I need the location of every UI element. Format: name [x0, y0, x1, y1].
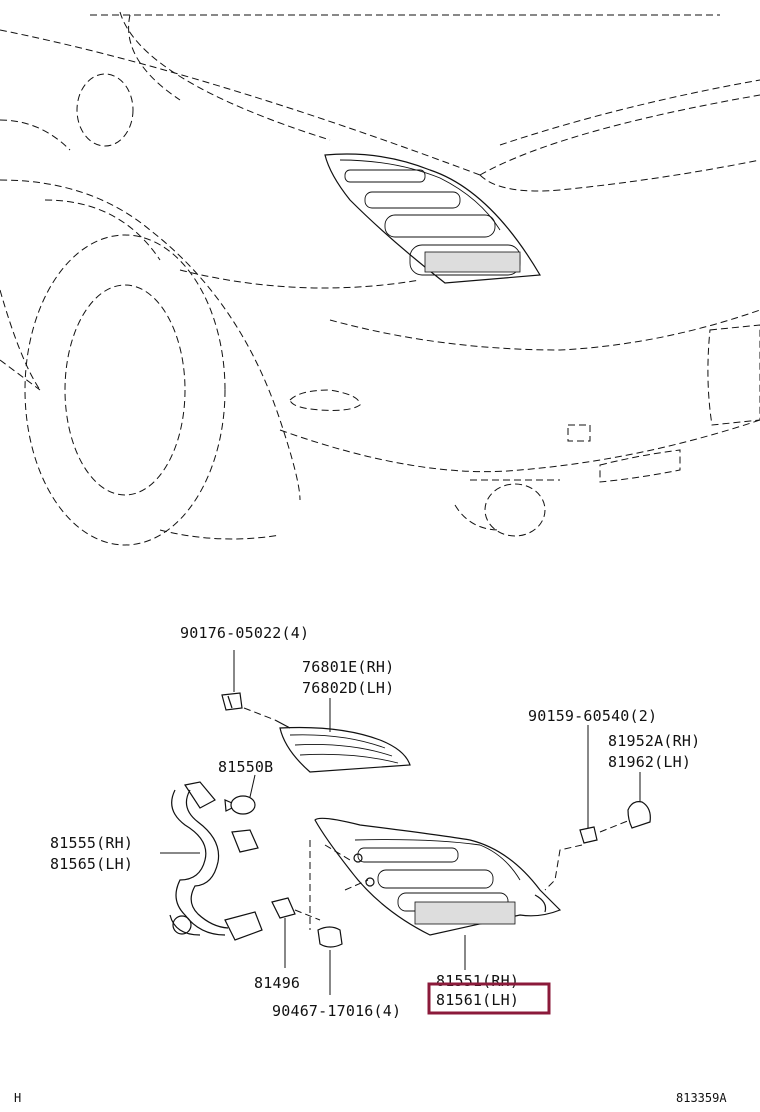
car-rear-illustration [0, 11, 760, 546]
cap-icon [627, 772, 651, 829]
corner-label-left: H [14, 1091, 21, 1105]
part-label-81496: 81496 [254, 974, 300, 992]
screw-90159-icon [544, 725, 631, 891]
socket-wire-harness-icon [160, 781, 263, 941]
part-label-81561: 81561(LH) [436, 991, 519, 1009]
part-label-81550: 81550B [218, 758, 273, 776]
part-label-81962: 81962(LH) [608, 753, 691, 771]
clip-icon [271, 897, 321, 968]
part-label-81551: 81551(RH) [436, 972, 519, 990]
side-marker-lens-icon [274, 698, 411, 773]
part-label-76801: 76801E(RH) [302, 658, 394, 676]
part-label-76802: 76802D(LH) [302, 679, 394, 697]
figure-code: 813359A [676, 1091, 727, 1105]
rear-combination-lamp-icon [309, 817, 562, 970]
selected-part-highlight [427, 982, 551, 1015]
part-label-81565: 81565(LH) [50, 855, 133, 873]
part-label-90159: 90159-60540(2) [528, 707, 657, 725]
bulb-icon [224, 774, 256, 815]
nut-icon [317, 926, 343, 995]
part-label-90176: 90176-05022(4) [180, 624, 309, 642]
screw-90176-icon [221, 650, 276, 721]
part-label-81952: 81952A(RH) [608, 732, 700, 750]
part-label-81555: 81555(RH) [50, 834, 133, 852]
part-label-90467: 90467-17016(4) [272, 1002, 401, 1020]
